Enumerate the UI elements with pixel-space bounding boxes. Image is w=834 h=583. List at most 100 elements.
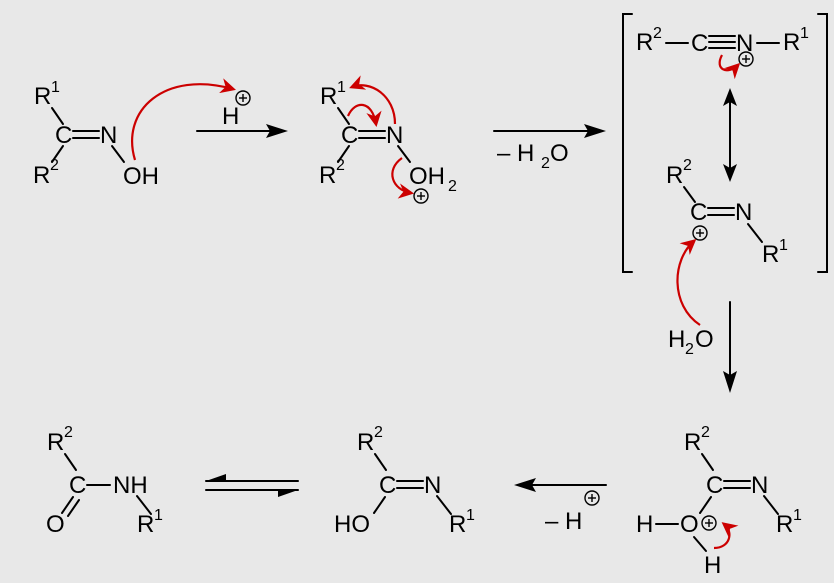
bond-n-o (111, 145, 125, 163)
resonance-arrowhead-down (723, 164, 737, 182)
minus-h-label: – H (545, 508, 582, 535)
water-attack: H 2 O (668, 238, 714, 358)
bond-n-o-2 (397, 145, 411, 163)
resonance-arrowhead-up (723, 88, 737, 106)
r2-superscript-5: 2 (701, 424, 710, 441)
r1-superscript-7: 1 (154, 507, 163, 524)
amide-structure: R 2 C NH R 1 O (46, 424, 163, 538)
r1-label-2: R (320, 83, 337, 110)
tautomerization-equilibrium (205, 474, 299, 497)
bond-c-r2 (51, 145, 64, 163)
nitrogen-label-6: N (424, 472, 441, 499)
r2-superscript-7: 2 (64, 424, 73, 441)
electron-arrow-triple-bond (718, 54, 741, 80)
electron-arrow-n-o-cleavage (391, 157, 415, 199)
carbon-label-2: C (341, 122, 358, 149)
bond-c-o-5 (699, 496, 712, 514)
positive-charge-icon-4 (692, 225, 708, 241)
r1-superscript: 1 (51, 79, 60, 96)
minus-h2o-oxygen: O (550, 140, 569, 167)
r1-superscript-5: 1 (793, 507, 802, 524)
water-subscript: 2 (685, 341, 694, 358)
r2-label: R (33, 162, 50, 189)
r1-label-5: R (776, 511, 793, 538)
hydroxyl-label: OH (123, 163, 159, 190)
protonated-imidic-acid-structure: R 2 C N R 1 H O H (636, 424, 802, 579)
carbon-label-6: C (379, 472, 396, 499)
bond-r2-c-5 (701, 453, 714, 471)
r2-label-2: R (319, 162, 336, 189)
electron-arrow-water-attack (676, 238, 701, 326)
bond-r2-c-6 (374, 453, 387, 471)
left-bracket (622, 13, 633, 273)
carbon-label-7: C (69, 472, 86, 499)
bond-n-r1-5 (763, 495, 779, 515)
proton-label: H (222, 103, 239, 130)
minus-h2o-subscript: 2 (541, 155, 550, 172)
double-bond-c-o-a (61, 496, 74, 514)
reaction-arrowhead-1 (266, 124, 288, 138)
nitrogen-label-5: N (751, 472, 768, 499)
r2-label-7: R (47, 429, 64, 456)
electron-arrow-oh-to-proton (131, 78, 236, 161)
minus-h2o-label: – H (497, 140, 534, 167)
nh-label: NH (113, 472, 148, 499)
reaction-arrowhead-2 (584, 124, 606, 138)
hydroxyl-label-6: HO (334, 511, 370, 538)
dehydration-step: – H 2 O (493, 124, 606, 172)
bond-n-r1-7 (136, 495, 152, 515)
r2-superscript: 2 (50, 157, 59, 174)
oh2-label: OH (409, 163, 445, 190)
water-h-label: H (668, 326, 685, 353)
r2-superscript-2: 2 (336, 157, 345, 174)
positive-charge-icon-5 (701, 515, 717, 531)
carbon-label: C (55, 122, 72, 149)
bond-o-h-5 (693, 536, 707, 552)
bond-n-r1-4 (747, 223, 763, 243)
h-label-5: H (636, 511, 653, 538)
water-o-label: O (695, 326, 714, 353)
r1-superscript-4: 1 (779, 237, 788, 254)
r1-label-3: R (783, 29, 800, 56)
reaction-arrowhead-4 (514, 478, 536, 492)
oxime-structure: R 1 C N R 2 OH (33, 78, 236, 190)
h-label-5b: H (704, 552, 721, 579)
nitrogen-label-2: N (386, 122, 403, 149)
positive-charge-icon (235, 90, 251, 106)
electron-arrow-r1-migration (346, 103, 382, 128)
reaction-arrowhead-3 (723, 371, 737, 393)
bond-n-r1-6 (436, 495, 452, 515)
nitrogen-label-4: N (735, 199, 752, 226)
bond-r1-c-2 (337, 107, 350, 125)
double-bond-c-o-b (67, 499, 80, 517)
r1-superscript-2: 1 (337, 79, 346, 96)
r1-superscript-6: 1 (466, 507, 475, 524)
nitrogen-label: N (100, 122, 117, 149)
r2-label-3: R (636, 29, 653, 56)
positive-charge-icon-6 (584, 490, 600, 506)
nitrilium-resonance-bracket: R 2 C N R 1 R 2 C N R 1 (622, 13, 828, 273)
addition-step (723, 301, 737, 393)
equilibrium-forward-head (278, 490, 298, 497)
r1-label-7: R (137, 511, 154, 538)
oxygen-label-5: O (680, 511, 699, 538)
deprotonation-step: – H (514, 478, 607, 535)
r1-superscript-3: 1 (800, 25, 809, 42)
r1-label-4: R (762, 241, 779, 268)
r2-superscript-3: 2 (653, 25, 662, 42)
right-bracket (817, 13, 828, 273)
bond-c-o-6 (373, 496, 386, 514)
r1-label: R (34, 83, 51, 110)
electron-arrow-n-to-r1 (349, 75, 397, 125)
oh2-subscript: 2 (448, 178, 457, 195)
bond-c-r2-2 (337, 145, 350, 163)
bond-r2-c-4 (683, 186, 696, 203)
equilibrium-back-head (206, 474, 226, 481)
imidic-acid-structure: R 2 C N R 1 HO (334, 424, 475, 538)
carbonyl-oxygen-label: O (46, 511, 65, 538)
carbon-label-3: C (691, 30, 708, 57)
positive-charge-icon-3 (738, 51, 754, 67)
bond-r1-c (51, 107, 64, 125)
r2-label-4: R (666, 162, 683, 189)
